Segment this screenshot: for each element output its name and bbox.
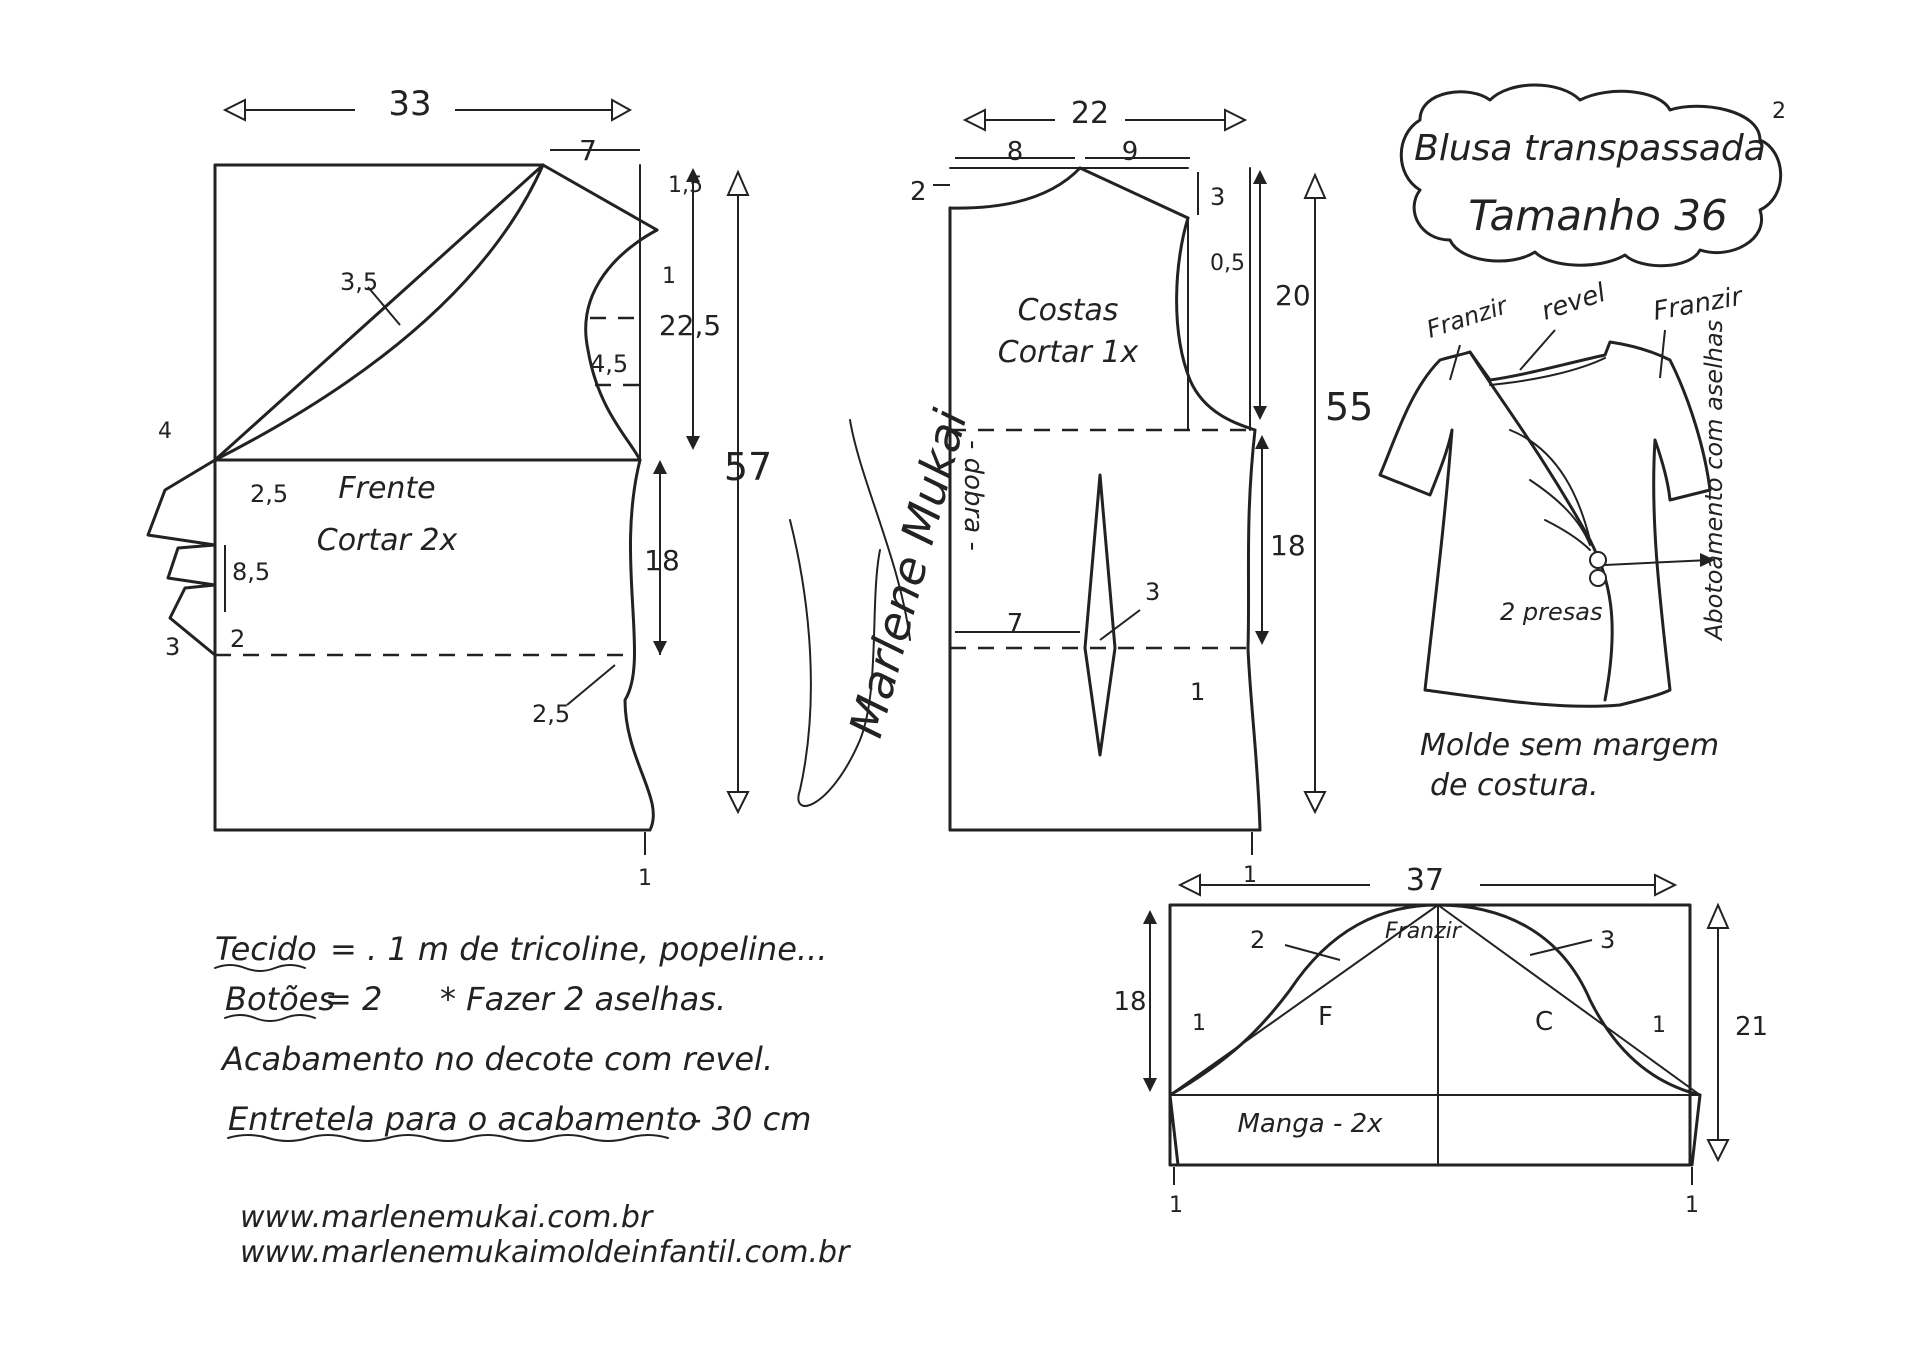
notes-buttons-value: = 2 <box>325 980 382 1018</box>
front-armhole-depth-label: 22,5 <box>659 309 721 342</box>
notes-buttons-label: Botões <box>225 980 335 1018</box>
sleeve-cap-curve <box>1168 903 1702 1097</box>
back-armhole-depth-label: 20 <box>1275 279 1311 312</box>
back-fold-label: - dobra - <box>958 440 988 551</box>
front-ruffle-a-label: 2,5 <box>250 480 288 508</box>
notice-line-2: de costura. <box>1430 768 1599 803</box>
front-piece-label: Frente <box>338 471 435 506</box>
back-dart-offset-label: 7 <box>1007 609 1024 639</box>
sketch-gather-right: Franzir <box>1651 281 1747 327</box>
back-cut-label: Cortar 1x <box>998 335 1139 370</box>
back-shoulder-drop-label: 3 <box>1210 183 1225 211</box>
front-armhole-curve-label: 4,5 <box>590 350 628 378</box>
back-hem-offset-label: 1 <box>1243 863 1257 888</box>
front-width-label: 33 <box>388 84 431 124</box>
sleeve-cap-back-label: 21 <box>1735 1012 1768 1042</box>
back-width-label: 22 <box>1071 96 1109 131</box>
notes-fabric-value: = . 1 m de tricoline, popeline... <box>330 930 827 968</box>
front-frame <box>213 163 545 462</box>
cloud-outline <box>1399 83 1783 268</box>
front-shoulder-label: 7 <box>579 134 597 167</box>
notes-block: Tecido = . 1 m de tricoline, popeline...… <box>214 930 827 1142</box>
sleeve-gather-label: Franzir <box>1385 919 1463 944</box>
sketch-gather-left: Franzir <box>1423 291 1512 344</box>
back-side-offset-label: 1 <box>1190 678 1205 706</box>
back-waist-hip-label: 18 <box>1270 529 1306 562</box>
back-height-label: 55 <box>1325 385 1373 429</box>
sketch-body <box>1378 340 1712 708</box>
sleeve-front-mark: F <box>1318 1002 1333 1032</box>
sketch-neck-facing <box>1489 357 1606 386</box>
back-shoulder <box>1078 166 1190 220</box>
title-page-mark: 2 <box>1772 99 1786 124</box>
notes-fabric-label: Tecido <box>215 930 317 968</box>
front-ruffle-top-label: 4 <box>158 419 172 444</box>
sleeve-hem-left: 1 <box>1169 1193 1183 1218</box>
notice-line-1: Molde sem margem <box>1420 728 1719 763</box>
website-2: www.marlenemukaimoldeinfantil.com.br <box>240 1235 851 1270</box>
front-height-label: 57 <box>724 445 772 489</box>
sleeve-back-mark: C <box>1535 1007 1553 1037</box>
front-ruffle-b-label: 8,5 <box>232 558 270 586</box>
front-shoulder-drop-label: 1,5 <box>668 173 703 198</box>
title-line-1: Blusa transpassada <box>1414 128 1766 169</box>
front-side-seam <box>623 458 655 832</box>
website-1: www.marlenemukai.com.br <box>240 1200 654 1235</box>
notes-interfacing-value: - 30 cm <box>690 1100 811 1138</box>
front-piece: 33 7 22,5 18 57 1,5 1 3,5 4,5 4 2,5 8,5 … <box>146 84 772 891</box>
sleeve-cap-front-label: 18 <box>1113 987 1146 1017</box>
sleeve-piece: 37 18 21 Franzir 2 3 1 1 F C Manga - 2x … <box>1113 863 1768 1218</box>
front-ruffle <box>146 458 217 657</box>
sleeve-curve-back-b: 1 <box>1652 1013 1666 1038</box>
front-neckline-curve <box>213 163 545 462</box>
sleeve-label: Manga - 2x <box>1237 1109 1383 1139</box>
front-armhole <box>584 228 659 462</box>
title-line-2: Tamanho 36 <box>1468 191 1727 240</box>
sketch-clasps-label: 2 presas <box>1500 598 1602 626</box>
back-dart <box>1083 473 1117 757</box>
back-side-seam <box>1246 428 1262 832</box>
sketch-button-1 <box>1589 551 1607 569</box>
title-box: Blusa transpassada Tamanho 36 2 <box>1399 83 1786 268</box>
front-shoulder-line <box>541 163 659 232</box>
sketch-facing-label: revel <box>1538 278 1610 327</box>
back-armhole-curve-label: 0,5 <box>1210 251 1245 276</box>
notes-loops: * Fazer 2 aselhas. <box>440 980 726 1018</box>
back-neck-label: 8 <box>1007 137 1024 167</box>
back-shoulder-label: 9 <box>1122 137 1139 167</box>
notes-finish: Acabamento no decote com revel. <box>220 1040 773 1078</box>
sleeve-curve-front-b: 1 <box>1192 1011 1206 1036</box>
sleeve-hem-right: 1 <box>1685 1193 1699 1218</box>
sketch-wrap-edge <box>1468 350 1614 702</box>
signature-text: Marlene Mukai <box>838 404 977 743</box>
front-hip-curve-label: 2,5 <box>532 700 570 728</box>
sketch-button-2 <box>1589 569 1607 587</box>
notes-interfacing-label: Entretela para o acabamento <box>228 1100 697 1138</box>
sketch-buttons-label: Abotoamento com aselhas <box>1700 320 1728 642</box>
back-dart-width-label: 3 <box>1145 578 1160 606</box>
front-cut-label: Cortar 2x <box>317 523 458 558</box>
garment-sketch: Franzir revel Franzir 2 presas Abotoamen… <box>1378 278 1747 708</box>
back-neckline <box>948 166 1082 210</box>
front-waist-hip-label: 18 <box>644 544 680 577</box>
back-piece-label: Costas <box>1018 293 1119 328</box>
sleeve-curve-back-a: 3 <box>1600 926 1615 954</box>
front-ruffle-c-label: 2 <box>230 625 245 653</box>
back-piece: 22 8 9 2 3 0,5 20 55 18 7 3 1 1 - dobra … <box>910 96 1373 888</box>
sleeve-width-label: 37 <box>1406 863 1444 898</box>
front-ruffle-bottom-label: 3 <box>165 633 180 661</box>
front-neck-guide <box>213 163 545 462</box>
back-neck-rise-label: 2 <box>910 177 927 207</box>
sleeve-curve-front-a: 2 <box>1250 926 1265 954</box>
front-hem-offset-label: 1 <box>638 866 652 891</box>
front-armhole-offset-label: 1 <box>662 264 676 289</box>
